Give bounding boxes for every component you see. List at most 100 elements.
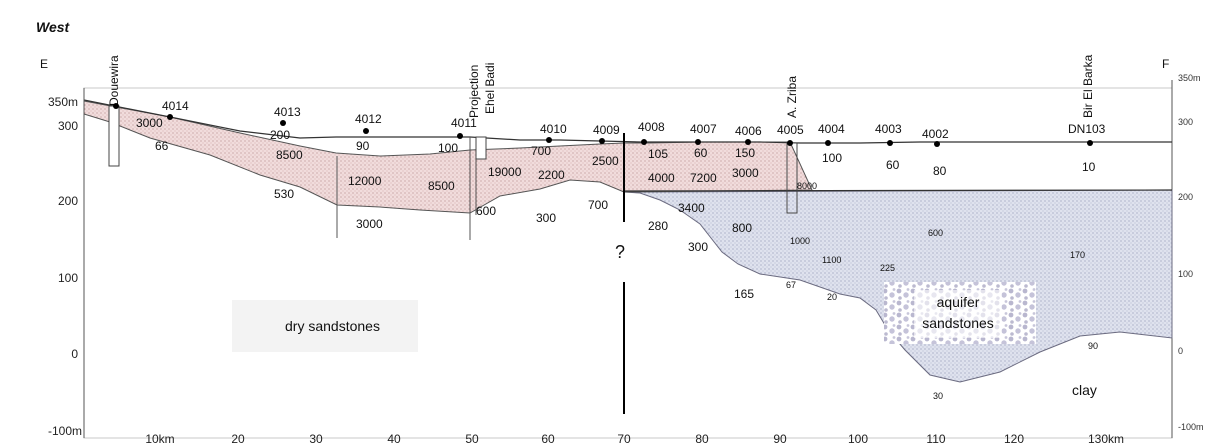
- unsaturated-zone-body: [83, 100, 813, 214]
- well-dot-4005: [787, 140, 793, 146]
- value-label: 170: [1070, 250, 1085, 260]
- well-label-4011: 4011: [451, 116, 477, 130]
- dry-sandstones-label: dry sandstones: [285, 318, 380, 334]
- aquifer-label-line2: sandstones: [922, 315, 994, 331]
- well-dot-4008: [641, 139, 647, 145]
- value-label: 3000: [732, 166, 759, 180]
- well-label-dn103: DN103: [1068, 122, 1106, 136]
- value-label: 300: [688, 240, 708, 254]
- value-label: 280: [648, 219, 668, 233]
- well-label-4002: 4002: [922, 127, 949, 141]
- value-label: 2500: [592, 154, 619, 168]
- well-label-4007: 4007: [690, 122, 717, 136]
- value-label: 60: [886, 158, 900, 172]
- value-label: 60: [694, 146, 708, 160]
- well-dot-4003: [887, 140, 893, 146]
- direction-label: West: [36, 19, 71, 35]
- x-tick-10: 10km: [145, 432, 174, 445]
- well-dot-4012: [363, 128, 369, 134]
- value-label: 105: [648, 147, 668, 161]
- well-dot-douewira: [113, 103, 119, 109]
- value-label: 90: [1088, 341, 1098, 351]
- value-label: 1000: [790, 236, 810, 246]
- value-label: 200: [270, 128, 290, 142]
- right-tick-200: 200: [1178, 192, 1193, 202]
- well-dot-4006: [745, 139, 751, 145]
- well-dot-4011: [457, 133, 463, 139]
- ehel-badi-well-casing: [475, 136, 487, 160]
- left-tick-neg100: -100m: [48, 424, 82, 438]
- value-label: 80: [933, 164, 947, 178]
- x-tick-40: 40: [387, 432, 401, 445]
- left-tick-0: 0: [71, 347, 78, 361]
- value-label: 225: [880, 263, 895, 273]
- projection-label: Projection: [467, 65, 481, 118]
- zriba-label: A. Zriba: [785, 76, 799, 118]
- end-label-right: F: [1162, 57, 1169, 71]
- value-label: 3400: [678, 201, 705, 215]
- well-dot-4013: [280, 120, 286, 126]
- value-label: 20: [827, 292, 837, 302]
- x-tick-60: 60: [541, 432, 555, 445]
- value-label: 2200: [538, 168, 565, 182]
- clay-label: clay: [1072, 382, 1097, 398]
- aquifer-label-backdrop: [914, 290, 1002, 338]
- well-dot-4009: [599, 138, 605, 144]
- value-label: 8500: [276, 148, 303, 162]
- douewira-label: Douewira: [107, 55, 121, 106]
- x-tick-20: 20: [231, 432, 245, 445]
- well-label-4012: 4012: [355, 112, 382, 126]
- x-tick-70: 70: [617, 432, 631, 445]
- value-label: 3000: [356, 217, 383, 231]
- value-label: 67: [786, 280, 796, 290]
- well-label-4003: 4003: [875, 122, 902, 136]
- right-tick-0: 0: [1178, 346, 1183, 356]
- ehel-badi-label: Ehel Badi: [483, 63, 497, 114]
- value-label: 700: [531, 144, 551, 158]
- well-label-4014: 4014: [162, 99, 189, 113]
- well-dot-4007: [695, 139, 701, 145]
- well-dot-4010: [546, 137, 552, 143]
- well-dot-dn103: [1087, 140, 1093, 146]
- question-mark: ?: [615, 242, 625, 262]
- value-label: 800: [732, 221, 752, 235]
- value-label: 700: [588, 198, 608, 212]
- right-tick-100: 100: [1178, 269, 1193, 279]
- bir-el-barka-label: Bir El Barka: [1081, 54, 1095, 118]
- value-label: 8000: [797, 181, 817, 191]
- left-tick-300: 300: [58, 119, 78, 133]
- x-tick-100: 100: [848, 432, 868, 445]
- value-label: 530: [274, 187, 294, 201]
- well-label-4006: 4006: [735, 124, 762, 138]
- value-label: 100: [822, 151, 842, 165]
- value-label: 10: [1082, 160, 1096, 174]
- aquifer-label-line1: aquifer: [937, 294, 980, 310]
- right-tick-neg100: -100m: [1178, 422, 1204, 432]
- well-label-4010: 4010: [540, 122, 567, 136]
- value-label: 8500: [428, 179, 455, 193]
- value-label: 100: [438, 141, 458, 155]
- value-label: 12000: [348, 174, 382, 188]
- x-tick-120: 120: [1004, 432, 1024, 445]
- value-label: 600: [928, 228, 943, 238]
- right-tick-300: 300: [1178, 117, 1193, 127]
- well-dot-4014: [167, 114, 173, 120]
- x-tick-110: 110: [926, 432, 945, 445]
- value-label: 150: [735, 146, 755, 160]
- x-tick-50: 50: [465, 432, 479, 445]
- value-label: 19000: [488, 165, 522, 179]
- douewira-well-casing: [108, 105, 120, 167]
- value-label: 600: [476, 204, 496, 218]
- left-tick-350: 350m: [48, 95, 78, 109]
- well-label-4009: 4009: [593, 123, 620, 137]
- well-dot-4002: [934, 141, 940, 147]
- value-label: 7200: [690, 171, 717, 185]
- value-label: 90: [356, 139, 370, 153]
- well-dot-4004: [825, 140, 831, 146]
- x-tick-130: 130km: [1088, 432, 1124, 445]
- x-tick-80: 80: [695, 432, 709, 445]
- water-table-line: [623, 189, 1173, 192]
- right-tick-350: 350m: [1178, 73, 1201, 83]
- well-label-4004: 4004: [818, 122, 845, 136]
